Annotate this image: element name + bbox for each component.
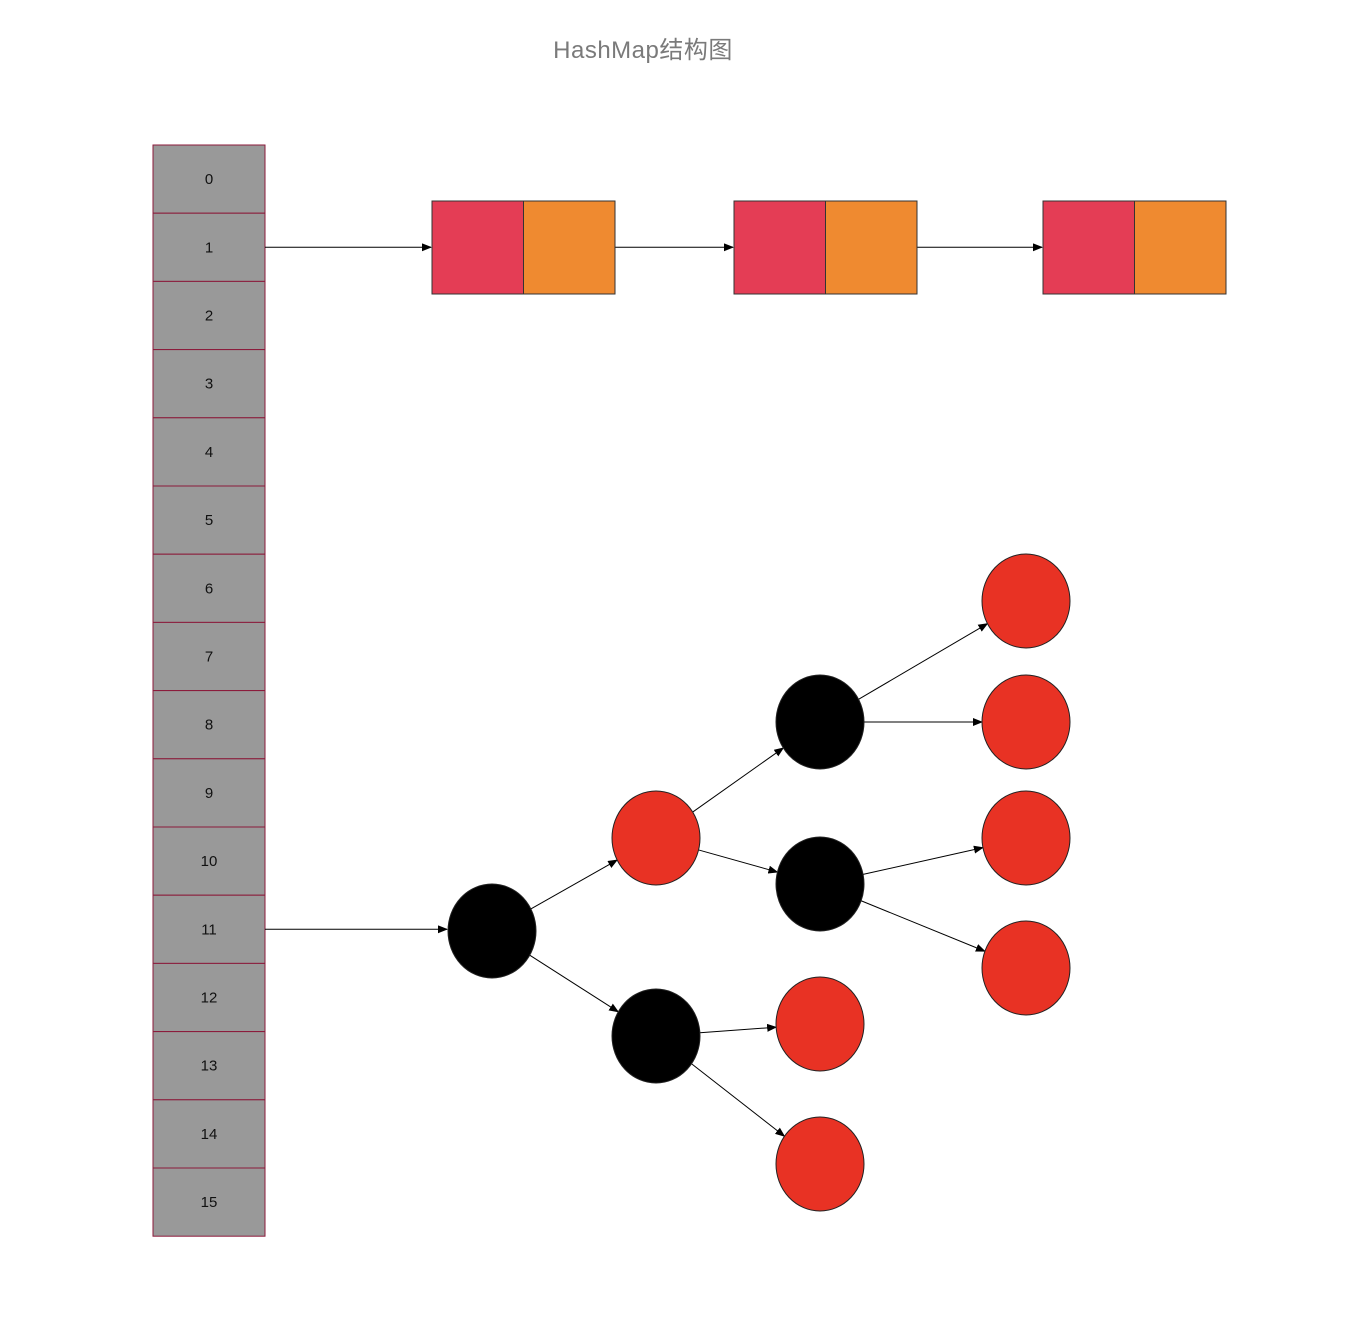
bucket-index-label: 5 [205, 512, 213, 529]
bucket-index-label: 1 [205, 239, 213, 256]
list-node-3 [1042, 200, 1227, 295]
bucket-2: 2 [152, 280, 266, 351]
bucket-index-label: 11 [201, 921, 217, 938]
bucket-cell [152, 962, 266, 1033]
tree-node-red [981, 674, 1071, 770]
list-node-key [1042, 200, 1135, 295]
tree-node-red [775, 1116, 865, 1212]
list-node-value [1134, 200, 1227, 295]
bucket-cell [152, 894, 266, 964]
bucket-index-label: 12 [201, 990, 218, 1007]
tree-node-red [981, 790, 1071, 886]
bucket-cell [152, 553, 266, 623]
tree-edge-arrow [692, 747, 785, 813]
bucket-cell [152, 1031, 266, 1101]
linked-list [431, 200, 1227, 295]
bucket-9: 9 [152, 758, 266, 828]
bucket-5: 5 [152, 485, 266, 555]
tree-node-red [981, 553, 1071, 649]
bucket-index-label: 15 [201, 1194, 218, 1211]
bucket-15: 15 [152, 1167, 266, 1237]
list-node-value [523, 200, 616, 295]
edge-layer [265, 243, 1043, 1137]
tree-edge-arrow [858, 623, 989, 700]
tree-edge-arrow [691, 1063, 786, 1137]
bucket-12: 12 [152, 962, 266, 1033]
bucket-index-label: 14 [201, 1126, 218, 1143]
bucket-6: 6 [152, 553, 266, 623]
red-black-tree [447, 553, 1071, 1212]
bucket-index-label: 9 [205, 785, 213, 802]
bucket-7: 7 [152, 621, 266, 692]
list-node-key [733, 200, 826, 295]
bucket-4: 4 [152, 417, 266, 487]
bucket-index-label: 0 [205, 171, 213, 188]
tree-edge-arrow [530, 859, 619, 910]
list-node-key [431, 200, 524, 295]
bucket-index-label: 4 [205, 444, 213, 461]
tree-node-red [981, 920, 1071, 1016]
diagram-title: HashMap结构图 [553, 37, 733, 64]
tree-node-black [775, 674, 865, 770]
tree-node-red [775, 976, 865, 1072]
bucket-index-label: 8 [205, 717, 213, 734]
bucket-11: 11 [152, 894, 266, 964]
list-node-value [825, 200, 918, 295]
bucket-cell [152, 1167, 266, 1237]
bucket-cell [152, 280, 266, 351]
bucket-cell [152, 144, 266, 214]
bucket-3: 3 [152, 349, 266, 419]
bucket-10: 10 [152, 826, 266, 896]
bucket-index-label: 10 [201, 853, 218, 870]
list-node-1 [431, 200, 616, 295]
tree-edge-arrow [862, 845, 984, 875]
tree-node-black [447, 883, 537, 979]
tree-edge-arrow [860, 900, 986, 952]
tree-node-black [775, 836, 865, 932]
tree-edge-arrow [529, 954, 620, 1013]
bucket-cell [152, 1099, 266, 1169]
bucket-index-label: 7 [205, 649, 213, 666]
bucket-14: 14 [152, 1099, 266, 1169]
bucket-cell [152, 621, 266, 692]
list-node-2 [733, 200, 918, 295]
bucket-index-label: 13 [201, 1058, 218, 1075]
bucket-1: 1 [152, 212, 266, 282]
bucket-0: 0 [152, 144, 266, 214]
bucket-cell [152, 758, 266, 828]
tree-edge-arrow [699, 1023, 778, 1034]
bucket-cell [152, 690, 266, 760]
tree-node-red [611, 790, 701, 886]
bucket-index-label: 2 [205, 308, 213, 325]
bucket-8: 8 [152, 690, 266, 760]
bucket-index-label: 6 [205, 580, 213, 597]
tree-edge-arrow [698, 849, 779, 874]
tree-node-black [611, 988, 701, 1084]
bucket-cell [152, 212, 266, 282]
bucket-index-label: 3 [205, 376, 213, 393]
bucket-13: 13 [152, 1031, 266, 1101]
